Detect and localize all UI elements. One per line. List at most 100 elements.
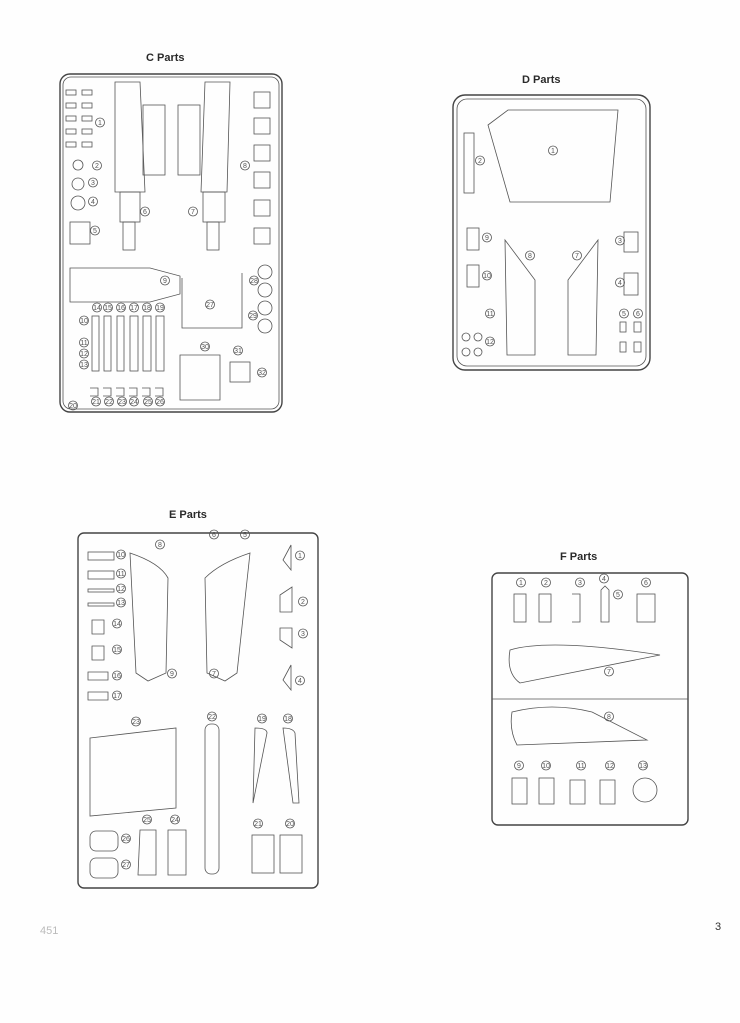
part-c-engine-block-left [114, 81, 166, 251]
part-number-d-12: 12 [486, 339, 494, 346]
part-number-c-29: 29 [249, 313, 257, 320]
part-number-circle [103, 302, 113, 313]
part-number-d-6: 6 [636, 311, 640, 318]
part-number-c-18: 18 [143, 305, 151, 312]
part-number-f-6: 6 [644, 580, 648, 587]
part-number-c-7: 7 [191, 209, 195, 216]
part-number-circle [117, 396, 127, 407]
part-e-spine [204, 723, 220, 875]
part-number-d-4: 4 [618, 280, 622, 287]
part-c-wheels [257, 264, 273, 334]
part-number-d-1: 1 [551, 148, 555, 155]
part-number-f-12: 12 [606, 763, 614, 770]
part-number-c-13: 13 [80, 362, 88, 369]
sprue-d [452, 94, 651, 371]
part-number-circle [112, 690, 122, 701]
part-e-strip-19 [252, 727, 268, 804]
part-e-panels-24-25 [137, 829, 187, 876]
part-d-window-9 [466, 227, 480, 251]
part-number-circle [638, 760, 648, 771]
part-number-e-16: 16 [113, 673, 121, 680]
part-c-oil-pan [69, 267, 181, 303]
part-number-d-5: 5 [622, 311, 626, 318]
part-number-circle [298, 596, 308, 607]
part-number-c-4: 4 [91, 199, 95, 206]
part-number-c-32: 32 [258, 370, 266, 377]
part-number-circle [79, 359, 89, 370]
part-c-small-brackets [65, 89, 93, 245]
part-d-window-10 [466, 264, 480, 288]
part-c-gearbox [179, 354, 221, 401]
part-number-circle [140, 206, 150, 217]
part-number-circle [155, 539, 165, 550]
part-number-f-1: 1 [519, 580, 523, 587]
part-d-windshield [487, 109, 619, 203]
part-number-c-21: 21 [92, 399, 100, 406]
part-number-circle [248, 310, 258, 321]
sprue-f [491, 572, 689, 826]
part-number-circle [92, 302, 102, 313]
part-number-e-7: 7 [212, 671, 216, 678]
part-number-e-11: 11 [117, 571, 124, 578]
part-f-box-6 [636, 593, 656, 623]
part-number-circle [249, 275, 259, 286]
part-number-e-12: 12 [117, 586, 125, 593]
sprue-c [59, 73, 283, 413]
part-number-e-6: 6 [212, 532, 216, 539]
part-number-circle [116, 302, 126, 313]
part-number-circle [525, 250, 535, 261]
part-d-window-8 [504, 238, 536, 356]
part-d-window-2 [463, 132, 475, 194]
part-number-f-2: 2 [544, 580, 548, 587]
part-number-circle [604, 711, 614, 722]
part-e-strip-18 [282, 727, 300, 804]
part-c-pulleys [253, 91, 271, 245]
part-number-circle [129, 302, 139, 313]
part-f-canopy-7 [508, 644, 661, 684]
part-number-circle [257, 367, 267, 378]
part-number-c-1: 1 [98, 120, 102, 127]
part-number-circle [575, 577, 585, 588]
part-number-e-3: 3 [301, 631, 305, 638]
part-number-c-24: 24 [130, 399, 138, 406]
part-e-door-left [129, 552, 169, 682]
part-number-e-19: 19 [258, 716, 266, 723]
part-number-c-25: 25 [144, 399, 152, 406]
part-number-circle [188, 206, 198, 217]
part-number-circle [79, 315, 89, 326]
part-number-c-15: 15 [104, 305, 112, 312]
part-number-e-9: 9 [170, 671, 174, 678]
part-number-e-13: 13 [117, 600, 125, 607]
part-number-e-24: 24 [171, 817, 179, 824]
part-number-c-27: 27 [206, 302, 214, 309]
part-number-circle [209, 668, 219, 679]
part-number-circle [240, 529, 250, 540]
part-number-f-3: 3 [578, 580, 582, 587]
part-d-lights [619, 321, 642, 353]
part-number-c-11: 11 [80, 340, 87, 347]
part-number-e-15: 15 [113, 647, 121, 654]
part-number-c-26: 26 [156, 399, 164, 406]
part-number-circle [90, 225, 100, 236]
part-number-circle [613, 589, 623, 600]
part-number-circle [143, 396, 153, 407]
part-number-f-7: 7 [607, 669, 611, 676]
part-number-c-31: 31 [234, 348, 242, 355]
part-d-lenses [461, 332, 483, 357]
part-number-circle [233, 345, 243, 356]
left-page-number: 451 [40, 925, 59, 937]
part-d-window-3 [623, 231, 639, 253]
part-number-circle [295, 550, 305, 561]
part-number-circle [88, 196, 98, 207]
part-number-circle [615, 235, 625, 246]
part-f-seats [513, 593, 552, 623]
part-number-circle [79, 337, 89, 348]
part-number-f-5: 5 [616, 592, 620, 599]
part-number-circle [112, 670, 122, 681]
part-number-e-5: 5 [243, 532, 247, 539]
part-e-louver-panel [89, 727, 177, 817]
part-number-circle [167, 668, 177, 679]
sheet-c-title: C Parts [146, 52, 185, 64]
part-number-circle [121, 859, 131, 870]
